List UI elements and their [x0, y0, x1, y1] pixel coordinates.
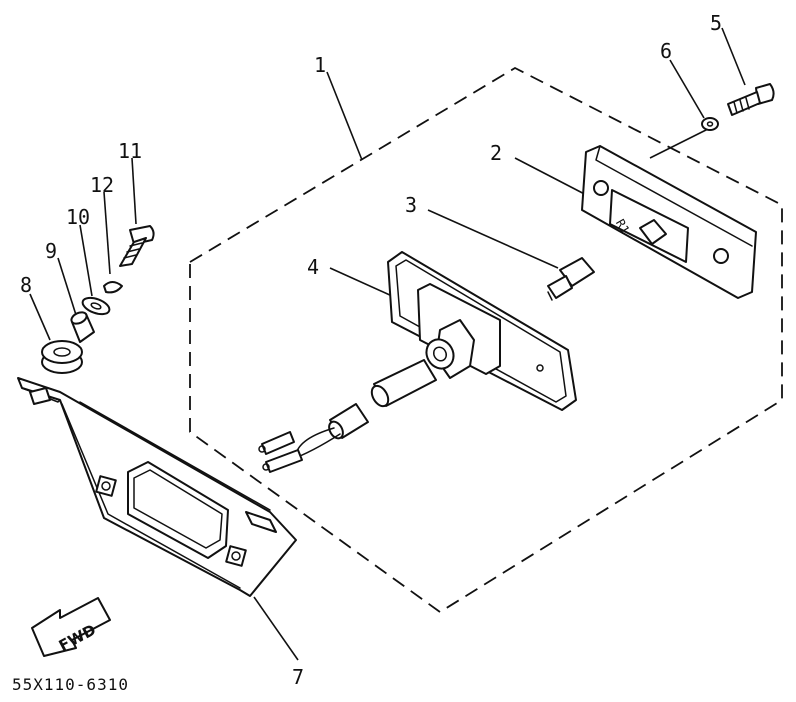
- callout-4: 4: [307, 255, 319, 279]
- callout-11: 11: [118, 139, 142, 163]
- screw-part: [727, 83, 775, 116]
- bolt-part: [119, 225, 155, 267]
- callout-8: 8: [20, 273, 32, 297]
- callout-12: 12: [90, 173, 114, 197]
- lens-housing-part: R1: [581, 145, 757, 299]
- wire-harness: [258, 359, 437, 473]
- grommet-part: [41, 340, 83, 374]
- callout-1: 1: [314, 53, 326, 77]
- callout-3: 3: [405, 193, 417, 217]
- callout-10: 10: [66, 205, 90, 229]
- lamp-base-part: [387, 251, 577, 411]
- spring-washer-part: [103, 281, 123, 294]
- fwd-direction-arrow-icon: FWD: [31, 597, 111, 657]
- collar-part: [70, 311, 95, 343]
- assembly-boundary-dashed: [189, 66, 783, 614]
- diagram-part-code: 55X110-6310: [12, 675, 129, 694]
- washer-part: [701, 117, 719, 131]
- callout-5: 5: [710, 11, 722, 35]
- callout-9: 9: [45, 239, 57, 263]
- leader-lines: [29, 27, 746, 661]
- callout-2: 2: [490, 141, 502, 165]
- callout-7: 7: [292, 665, 304, 689]
- bulb-part: [547, 257, 595, 301]
- washer-small-part: [81, 296, 111, 316]
- svg-text:R1: R1: [613, 217, 632, 237]
- bracket-part: [17, 377, 297, 597]
- callout-6: 6: [660, 39, 672, 63]
